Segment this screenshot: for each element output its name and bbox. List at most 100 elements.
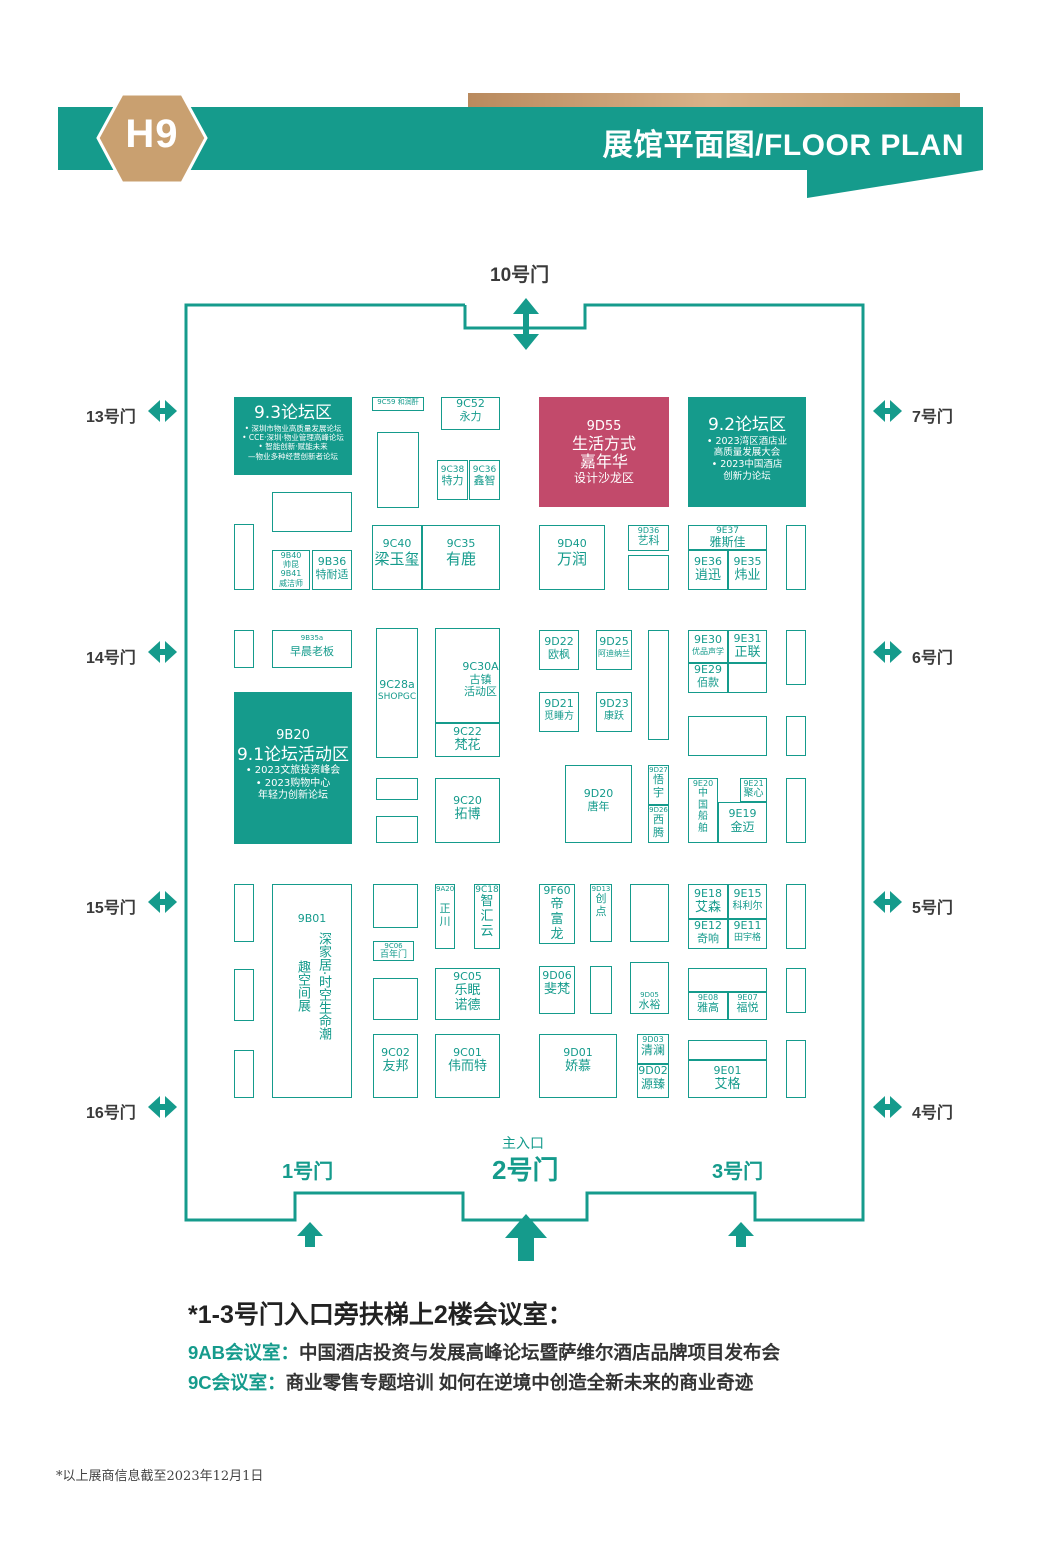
booth-cluster-9f03[interactable] (786, 1040, 806, 1098)
booth-cluster-9f20[interactable] (786, 778, 806, 843)
booth-cluster-9e10[interactable] (688, 968, 767, 992)
booth-cluster-9c09[interactable] (373, 978, 418, 1020)
forum-zone-line: 高质量发展大会 (713, 447, 781, 459)
booth-code: 9C05 (453, 970, 482, 983)
booth-cluster-9d07[interactable] (590, 966, 612, 1014)
forum-zone-9-2[interactable]: 9.2论坛区 • 2023湾区酒店业 高质量发展大会 • 2023中国酒店 创新… (688, 397, 806, 507)
booth-name: 智 (480, 894, 494, 910)
booth-name: 深家居·时空生命潮 (315, 931, 331, 1040)
forum-zone-9-1[interactable]: 9B20 9.1论坛活动区 • 2023文旅投资峰会 • 2023购物中心 年轻… (234, 692, 352, 844)
booth-cluster-9d39[interactable] (628, 555, 669, 590)
booth-cluster-9f15[interactable] (786, 884, 806, 949)
forum-zone-line: • 2023购物中心 (255, 777, 331, 789)
booth-cluster-9b29[interactable] (376, 816, 418, 843)
forum-zone-9-3[interactable]: 9.3论坛区 • 深圳市物业高质量发展论坛 • CCE·深圳·物业管理高峰论坛 … (234, 397, 352, 475)
notes-line-1: 9AB会议室：中国酒店投资与发展高峰论坛暨萨维尔酒店品牌项目发布会 (188, 1339, 780, 1365)
booth-cluster-9d30[interactable] (648, 630, 669, 740)
booth-9a29[interactable] (234, 630, 254, 668)
booth-cluster-9a10[interactable] (234, 1050, 254, 1098)
booth-9c59[interactable]: 9C59 和润酐 (372, 397, 424, 411)
booth-cluster-9b45[interactable] (272, 492, 352, 532)
booth-9f10[interactable] (786, 968, 806, 1013)
forum-zone-title: 9.2论坛区 (707, 415, 787, 435)
booth-code: 9E37 (716, 526, 739, 536)
booth-cluster-9e05[interactable] (688, 1040, 767, 1060)
booth-cluster-9f30[interactable] (786, 630, 806, 685)
salon-zone-9d55[interactable]: 9D55 生活方式 嘉年华 设计沙龙区 (539, 397, 669, 507)
booth-cluster-9a08[interactable] (234, 969, 254, 1021)
booth-code: 9D03 (642, 1035, 664, 1044)
booth-name: 雅斯佳 (709, 535, 746, 550)
booth-cluster-9c16[interactable] (373, 884, 418, 928)
booth-name: 龙 (550, 926, 564, 942)
booth-9f40a[interactable] (786, 525, 806, 590)
booth-9f25[interactable] (786, 716, 806, 756)
forum-zone-line: • 深圳市物业高质量发展论坛 (244, 423, 342, 433)
booth-cluster-9f35[interactable] (234, 884, 254, 942)
booth-9b01[interactable]: 9B01 趣空间展 深家居·时空生命潮 (272, 884, 352, 1098)
booth-cluster-9d16[interactable] (630, 884, 669, 942)
booth-name: 唐年 (587, 799, 610, 813)
booth-name: 帝 (550, 896, 564, 912)
booth-cluster-9e26[interactable] (688, 716, 767, 756)
booth-cluster-9a35[interactable] (234, 524, 254, 590)
booth-code: 9F60 (543, 884, 571, 897)
booth-name: 船 (698, 811, 708, 823)
forum-zone-line: 创新力论坛 (723, 471, 771, 483)
booth-code: 9E15 (733, 887, 762, 900)
booth-cluster-9e28[interactable] (728, 663, 767, 693)
booth-cluster-9c51[interactable] (377, 432, 419, 508)
booth-9c28b[interactable] (376, 778, 418, 800)
